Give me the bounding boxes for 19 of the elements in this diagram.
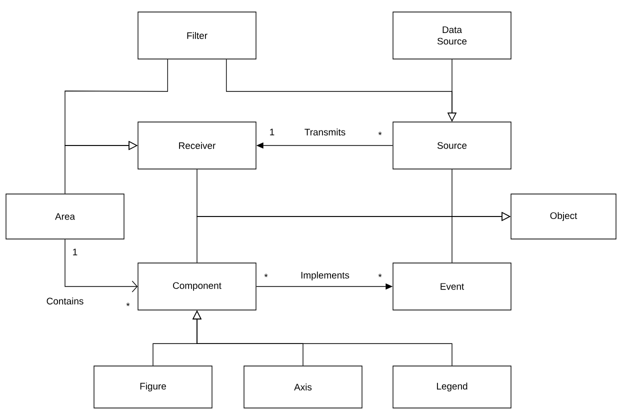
edge-label: Implements [300, 270, 350, 282]
class-box: Filter [138, 12, 256, 60]
multiplicity-label: 1 [270, 128, 274, 136]
multiplicity-label: * [378, 274, 382, 278]
class-box: Area [6, 194, 124, 240]
class-box: Axis [244, 366, 362, 408]
edge-label: Transmits [303, 128, 347, 136]
class-box: Legend [392, 366, 512, 408]
class-box: Event [392, 262, 512, 310]
class-box: Component [138, 262, 256, 310]
class-box: Receiver [138, 122, 256, 170]
class-box: Figure [94, 366, 212, 408]
multiplicity-label: 1 [73, 248, 78, 256]
edge-label: Contains [45, 296, 85, 306]
class-box: Data Source [392, 12, 512, 60]
class-box: Source [392, 122, 512, 170]
arrow [64, 239, 138, 292]
multiplicity-label: * [378, 132, 382, 136]
class-box: Object [510, 194, 616, 240]
